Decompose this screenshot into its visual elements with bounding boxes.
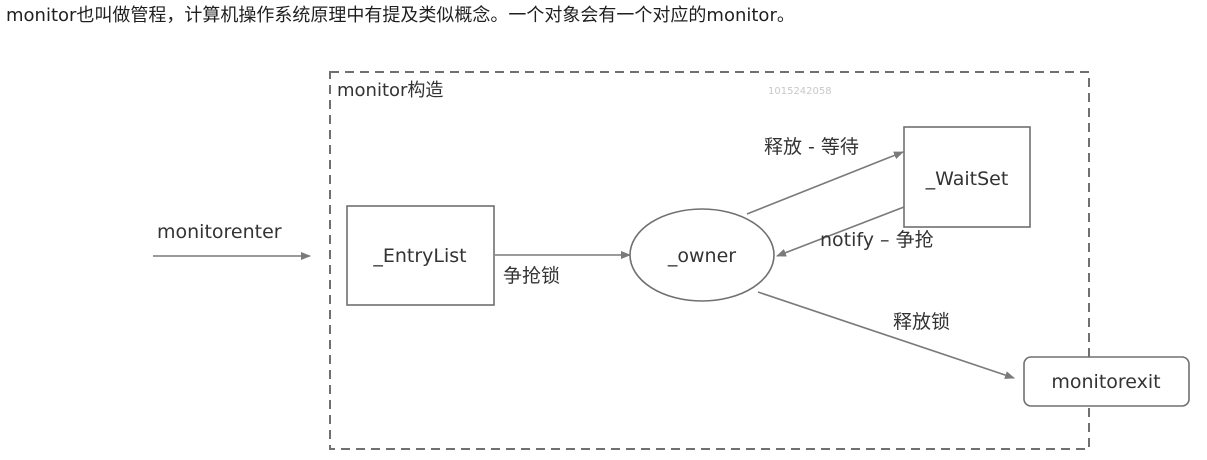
release-wait-arrow bbox=[746, 151, 904, 215]
release-lock-label: 释放锁 bbox=[893, 311, 950, 333]
entry-list-box bbox=[346, 205, 495, 306]
release-lock-arrow bbox=[757, 291, 1015, 379]
wait-set-box bbox=[903, 126, 1031, 228]
release-wait-label: 释放 - 等待 bbox=[764, 136, 859, 158]
owner-label: _owner bbox=[667, 245, 736, 267]
entry-list-label: _EntryList bbox=[372, 245, 466, 267]
compete-lock-label: 争抢锁 bbox=[503, 265, 560, 287]
notify-compete-label: notify – 争抢 bbox=[820, 229, 934, 251]
monitor-frame-title: monitor构造 bbox=[337, 80, 443, 101]
monitorenter-label: monitorenter bbox=[157, 221, 282, 243]
notify-compete-arrow bbox=[776, 206, 905, 257]
watermark-text: 1015242058 bbox=[768, 86, 832, 97]
monitor-frame bbox=[329, 71, 1090, 450]
monitor-exit-label: monitorexit bbox=[1051, 371, 1160, 393]
owner-ellipse bbox=[629, 208, 775, 302]
monitor-exit-box bbox=[1023, 356, 1190, 407]
wait-set-label: _WaitSet bbox=[925, 168, 1009, 190]
intro-text: monitor也叫做管程，计算机操作系统原理中有提及类似概念。一个对象会有一个对… bbox=[6, 5, 795, 26]
